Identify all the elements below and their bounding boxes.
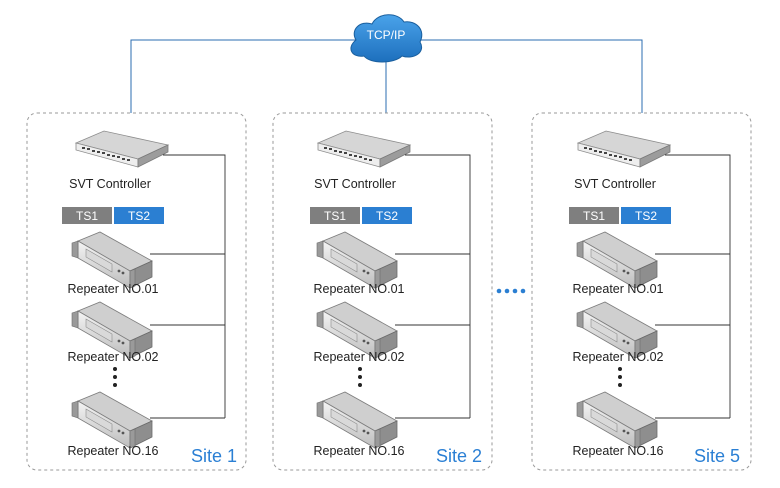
- repeater-label: Repeater NO.16: [572, 444, 663, 458]
- repeater-icon: [71, 391, 153, 449]
- switch-icon: [75, 130, 169, 168]
- site-name: Site 1: [191, 446, 237, 466]
- cloud-label: TCP/IP: [367, 28, 406, 42]
- site-1: SVT Controller TS1 TS2 Repeater NO.01 Re…: [26, 112, 247, 471]
- tcp-ip-cloud-icon: TCP/IP: [350, 14, 423, 63]
- ts1-label: TS1: [324, 209, 346, 223]
- cloud-link-site-5: [418, 39, 643, 113]
- switch-icon: [577, 130, 671, 168]
- repeater-label: Repeater NO.01: [313, 282, 404, 296]
- ts2-label: TS2: [635, 209, 657, 223]
- ts1-label: TS1: [583, 209, 605, 223]
- controller-label: SVT Controller: [69, 177, 151, 191]
- site-name: Site 2: [436, 446, 482, 466]
- site-2: SVT Controller TS1 TS2 Repeater NO.01 Re…: [272, 112, 493, 471]
- ts2-label: TS2: [376, 209, 398, 223]
- ts1-badge: [569, 207, 619, 224]
- repeater-label: Repeater NO.16: [313, 444, 404, 458]
- ts2-badge: [621, 207, 671, 224]
- switch-icon: [317, 130, 411, 168]
- site-5: SVT Controller TS1 TS2 Repeater NO.01 Re…: [531, 112, 752, 471]
- repeater-icon: [576, 231, 658, 289]
- ts2-badge: [362, 207, 412, 224]
- repeater-label: Repeater NO.16: [67, 444, 158, 458]
- site-boundary: [26, 112, 247, 471]
- controller-label: SVT Controller: [574, 177, 656, 191]
- site-name: Site 5: [694, 446, 740, 466]
- sites-continuation-dots: [496, 288, 526, 294]
- repeater-icon: [316, 391, 398, 449]
- site-boundary: [531, 112, 752, 471]
- repeater-icon: [316, 231, 398, 289]
- ts2-badge: [114, 207, 164, 224]
- ts1-badge: [310, 207, 360, 224]
- repeater-label: Repeater NO.01: [67, 282, 158, 296]
- ellipsis-dots: [358, 367, 362, 387]
- site-bus-lines: [655, 154, 731, 419]
- ellipsis-dots: [618, 367, 622, 387]
- cloud-link-site-1: [130, 39, 356, 113]
- repeater-icon: [576, 391, 658, 449]
- ts1-badge: [62, 207, 112, 224]
- repeater-label: Repeater NO.02: [572, 350, 663, 364]
- controller-label: SVT Controller: [314, 177, 396, 191]
- ts1-label: TS1: [76, 209, 98, 223]
- site-bus-lines: [150, 154, 226, 419]
- repeater-label: Repeater NO.02: [313, 350, 404, 364]
- ellipsis-dots: [113, 367, 117, 387]
- site-bus-lines: [395, 154, 471, 419]
- repeater-label: Repeater NO.01: [572, 282, 663, 296]
- site-boundary: [272, 112, 493, 471]
- repeater-label: Repeater NO.02: [67, 350, 158, 364]
- ts2-label: TS2: [128, 209, 150, 223]
- repeater-icon: [71, 231, 153, 289]
